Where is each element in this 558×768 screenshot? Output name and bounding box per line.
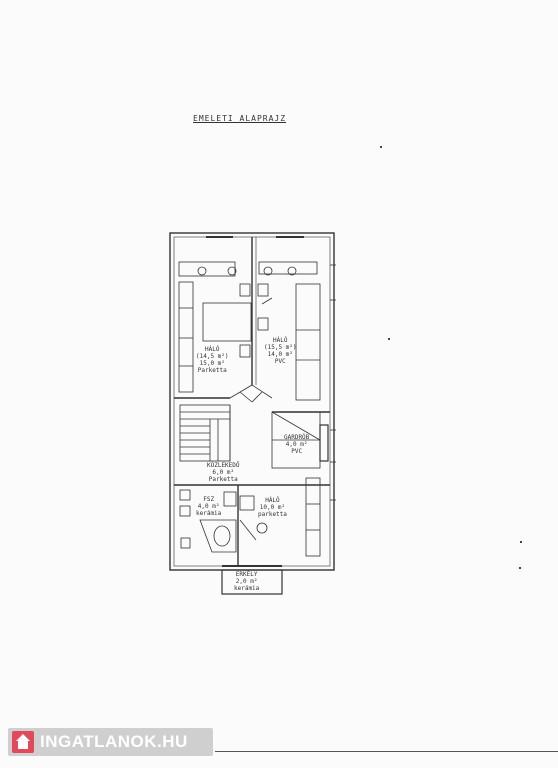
ingatlanok-logo: INGATLANOK.HU xyxy=(8,728,213,756)
room-label-halo-bottom: HÁLÓ 10,0 m² parketta xyxy=(258,497,287,518)
left-wardrobe xyxy=(178,281,194,393)
room-label-fsz: FSZ 4,0 m² kerámia xyxy=(196,496,221,517)
room-floor: kerámia xyxy=(196,510,222,517)
lower-wardrobe xyxy=(305,477,321,557)
room-floor: Parketta xyxy=(197,367,227,374)
room-name: GARDRÓB xyxy=(284,434,310,441)
scan-speck xyxy=(520,541,522,543)
room-name: HÁLÓ xyxy=(273,337,288,344)
room-name: FSZ xyxy=(203,496,215,503)
room-area: (14,5 m²) xyxy=(196,353,229,360)
plan-title: EMELETI ALAPRAJZ xyxy=(193,114,287,123)
room-area: 4,0 m² xyxy=(285,441,308,448)
right-wardrobe xyxy=(295,283,321,401)
room-floor: PVC xyxy=(274,358,286,365)
right-radiator xyxy=(258,261,318,275)
room-name: ERKÉLY xyxy=(235,571,258,578)
room-area: (15,5 m²) xyxy=(264,344,297,351)
room-label-kozlekedo: KÖZLEKEDŐ 6,0 m² Parketta xyxy=(207,462,240,483)
room-name: HÁLÓ xyxy=(205,346,220,353)
bathtub xyxy=(199,519,237,553)
house-icon xyxy=(12,731,34,753)
room-area: 14,0 m² xyxy=(267,351,293,358)
room-area: 6,0 m² xyxy=(212,469,235,476)
room-label-gardrob: GARDRÓB 4,0 m² PVC xyxy=(284,434,309,455)
room-label-erkely: ERKÉLY 2,0 m² kerámia xyxy=(234,571,259,592)
room-name: HÁLÓ xyxy=(265,497,280,504)
room-area: 10,0 m² xyxy=(259,504,286,511)
logo-text: INGATLANOK.HU xyxy=(40,732,188,751)
scan-edge-line xyxy=(215,751,558,752)
room-floor: Parketta xyxy=(208,476,238,483)
room-name: KÖZLEKEDŐ xyxy=(207,462,240,469)
balcony xyxy=(221,569,283,595)
room-area: 4,0 m² xyxy=(197,503,220,510)
room-floor: PVC xyxy=(291,448,303,455)
room-label-halo-right: HÁLÓ (15,5 m²) 14,0 m² PVC xyxy=(264,337,297,365)
sink xyxy=(223,491,237,507)
scan-speck xyxy=(380,146,382,148)
left-radiator xyxy=(178,261,236,277)
room-label-halo-left: HÁLÓ (14,5 m²) 15,0 m² Parketta xyxy=(196,346,229,374)
room-area: 2,0 m² xyxy=(235,578,258,585)
room-area: 15,0 m² xyxy=(199,360,225,367)
room-floor: kerámia xyxy=(234,585,260,592)
scan-speck xyxy=(519,567,521,569)
room-floor: parketta xyxy=(258,511,287,518)
toilet xyxy=(180,537,191,549)
scan-speck xyxy=(388,338,390,340)
left-bed xyxy=(202,302,252,342)
